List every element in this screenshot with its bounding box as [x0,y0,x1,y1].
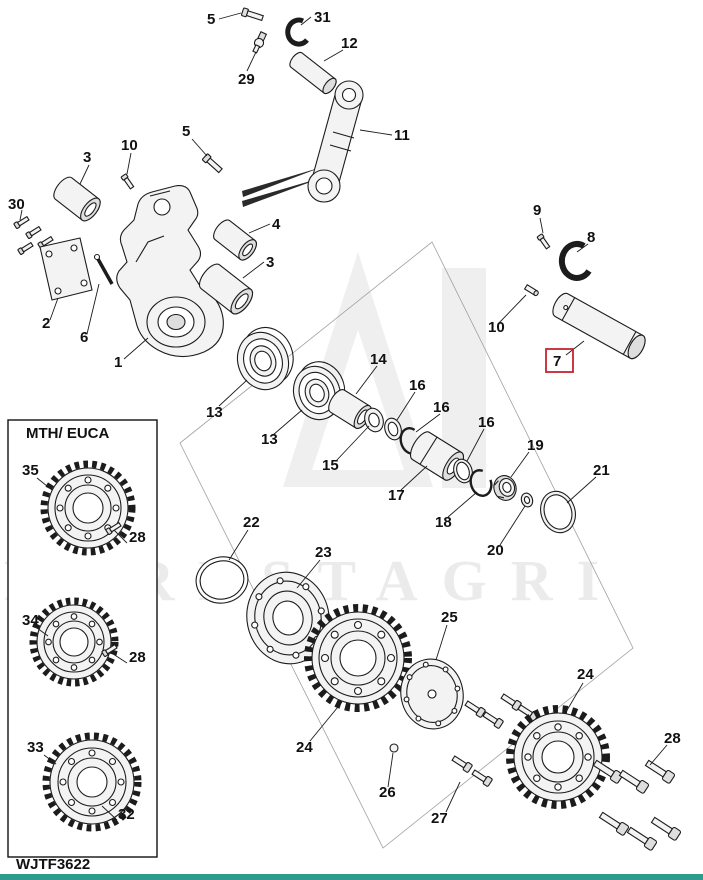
washer-20-graphic [520,492,534,508]
callout-11: 11 [394,127,410,144]
callout-6: 6 [80,329,88,346]
footer-color-bar [0,874,703,880]
bolt-9-graphic [536,233,552,251]
link-11-graphic [307,80,364,203]
callout-10b: 10 [488,319,505,336]
part-code: WJTF3622 [16,856,90,873]
callout-5b: 5 [182,123,190,140]
bolt-5b-graphic [201,153,224,175]
pin-12-graphic [289,51,337,95]
callout-1: 1 [114,354,122,371]
callout-24b: 24 [577,666,594,683]
callout-12: 12 [341,35,358,52]
callout-16c: 16 [478,414,495,431]
callout-35: 35 [22,462,39,479]
callout-32: 32 [118,806,135,823]
pin-6-graphic [93,253,114,285]
o-ring-22-graphic [195,556,249,604]
callout-20: 20 [487,542,504,559]
highlight-box-part-7 [545,348,574,373]
leader-lines [19,12,668,821]
sprocket-33-graphic [42,732,142,832]
clip-31-graphic [285,17,309,47]
callout-8: 8 [587,229,595,246]
bolts-28-graphic [591,757,682,852]
inset-title: MTH/ EUCA [26,425,109,442]
sprocket-34-graphic [29,597,119,687]
sprocket-24b-graphic [506,705,610,809]
grease-fitting-29-graphic [252,31,268,54]
callout-3a: 3 [83,149,91,166]
callout-28b: 28 [129,649,146,666]
ball-26-graphic [389,743,399,753]
bolts-27-graphic [450,753,494,788]
callout-33: 33 [27,739,44,756]
pin-7-graphic [552,292,646,360]
callout-5-top: 5 [207,11,215,28]
callout-25: 25 [441,609,458,626]
callout-28r: 28 [664,730,681,747]
callout-17: 17 [388,487,405,504]
callout-13b: 13 [261,431,278,448]
pin-10b-graphic [523,283,539,297]
callout-31: 31 [314,9,331,26]
callout-2: 2 [42,315,50,332]
bolt-10a-graphic [120,173,136,191]
snap-ring-18-graphic [469,469,493,497]
callout-4: 4 [272,216,281,233]
callout-34: 34 [22,612,39,629]
callout-30: 30 [8,196,25,213]
callout-13a: 13 [206,404,223,421]
inset-box: MTH/ EUCA [7,419,158,858]
callout-28a: 28 [129,529,146,546]
cover-25-graphic [400,658,464,730]
callout-7: 7 [553,353,561,370]
callout-16b: 16 [433,399,450,416]
callout-15: 15 [322,457,339,474]
housing-1-graphic [116,185,224,358]
callout-26: 26 [379,784,396,801]
ring-16c-graphic [453,458,473,484]
ring-15-graphic [364,407,384,433]
callout-18: 18 [435,514,452,531]
callout-14: 14 [370,351,387,368]
clip-8-graphic [558,241,592,281]
nut-19-graphic [493,475,517,501]
callout-22: 22 [243,514,260,531]
callout-labels: 5 31 29 12 11 5 10 3 30 4 3 2 6 1 9 8 10… [8,9,681,827]
bushing-3b-graphic [198,263,254,315]
bolt-5-top-graphic [240,7,265,23]
callout-21: 21 [593,462,610,479]
ring-21-graphic [540,490,576,534]
bearing-13a-graphic [236,327,294,391]
ring-16a-graphic [384,417,402,441]
callout-24a: 24 [296,739,313,756]
callout-27: 27 [431,810,448,827]
bolts-cover-graphic [463,691,540,730]
plate-2-graphic [39,237,93,301]
sprocket-24a-graphic [304,604,412,712]
callout-19: 19 [527,437,544,454]
callout-9: 9 [533,202,541,219]
callout-10a: 10 [121,137,138,154]
bushing-3a-graphic [53,176,101,222]
callout-16a: 16 [409,377,426,394]
callout-23: 23 [315,544,332,561]
callout-3b: 3 [266,254,274,271]
pointer-wedges [242,167,324,207]
bushing-4-graphic [213,219,257,261]
callout-29: 29 [238,71,255,88]
